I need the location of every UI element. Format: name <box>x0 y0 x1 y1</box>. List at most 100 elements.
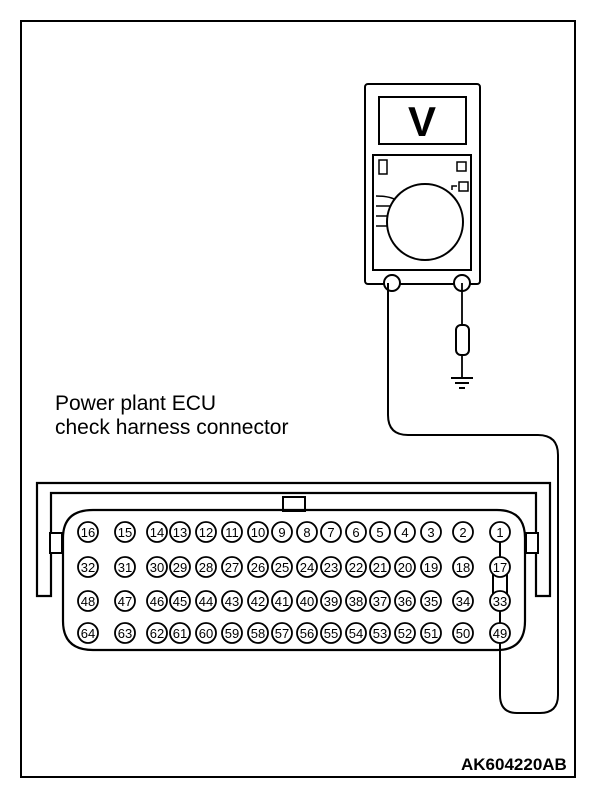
connector-latch-left <box>49 532 63 554</box>
connector-pin-label: 26 <box>251 560 265 575</box>
connector-pin <box>452 521 474 543</box>
connector-pin-label: 6 <box>352 525 359 540</box>
connector-pin <box>369 556 391 578</box>
connector-pin-label: 30 <box>150 560 164 575</box>
connector-pin <box>114 590 136 612</box>
connector-pin-label: 43 <box>225 594 239 609</box>
connector-pin <box>296 556 318 578</box>
connector-pin <box>247 590 269 612</box>
connector-pin-label: 19 <box>424 560 438 575</box>
connector-face <box>61 508 527 652</box>
figure-code: AK604220AB <box>461 755 567 774</box>
meter-display-text: V <box>408 98 436 145</box>
connector-pin-label: 11 <box>225 525 239 540</box>
connector-pin <box>320 556 342 578</box>
connector-pin <box>77 622 99 644</box>
probe-handle <box>455 324 470 356</box>
connector-pin-label: 47 <box>118 594 132 609</box>
connector-pin <box>221 556 243 578</box>
connector-pin <box>452 556 474 578</box>
connector-pin <box>221 521 243 543</box>
meter-indicator-mid <box>458 181 469 192</box>
connector-pin-label: 20 <box>398 560 412 575</box>
multimeter-display <box>378 96 467 145</box>
connector-pin-label: 2 <box>459 525 466 540</box>
connector-pin <box>169 556 191 578</box>
connector-pin <box>146 521 168 543</box>
connector-pin <box>247 521 269 543</box>
connector-pin-label: 15 <box>118 525 132 540</box>
connector-pin-label: 56 <box>300 626 314 641</box>
connector-pin <box>77 590 99 612</box>
connector-pin-label: 41 <box>275 594 289 609</box>
connector-pin <box>247 622 269 644</box>
connector-pin <box>146 556 168 578</box>
connector-pin <box>271 521 293 543</box>
connector-pin-label: 62 <box>150 626 164 641</box>
connector-pin <box>420 590 442 612</box>
connector-pin <box>114 556 136 578</box>
connector-pin-label: 17 <box>493 560 507 575</box>
connector-pin <box>320 521 342 543</box>
connector-pin <box>247 556 269 578</box>
connector-pin-label: 32 <box>81 560 95 575</box>
connector-pin-label: 44 <box>199 594 213 609</box>
connector-pin <box>394 521 416 543</box>
connector-pin <box>345 521 367 543</box>
connector-pin <box>77 556 99 578</box>
connector-pin-label: 27 <box>225 560 239 575</box>
connector-pin-label: 38 <box>349 594 363 609</box>
connector-pin <box>221 590 243 612</box>
connector-pin-label: 54 <box>349 626 363 641</box>
connector-pin <box>221 622 243 644</box>
connector-pin-label: 48 <box>81 594 95 609</box>
connector-pin-label: 1 <box>496 525 503 540</box>
connector-shroud <box>35 481 552 598</box>
meter-switch-left <box>378 159 388 175</box>
connector-pin-label: 5 <box>376 525 383 540</box>
connector-pin <box>369 622 391 644</box>
connector-pin <box>146 622 168 644</box>
connector-pin-label: 22 <box>349 560 363 575</box>
connector-pin <box>345 622 367 644</box>
connector-pin-label: 3 <box>427 525 434 540</box>
connector-pin-label: 46 <box>150 594 164 609</box>
connector-pin-label: 57 <box>275 626 289 641</box>
connector-pin-label: 13 <box>173 525 187 540</box>
connector-pin <box>369 590 391 612</box>
connector-pin-label: 35 <box>424 594 438 609</box>
connector-pin <box>195 556 217 578</box>
connector-pin-label: 9 <box>278 525 285 540</box>
connector-pin <box>345 556 367 578</box>
meter-jack-com <box>383 274 401 292</box>
connector-pin <box>296 590 318 612</box>
connector-pin-label: 42 <box>251 594 265 609</box>
connector-title-line2: check harness connector <box>55 416 289 439</box>
connector-pin-label: 34 <box>456 594 470 609</box>
connector-pin-label: 28 <box>199 560 213 575</box>
connector-pin-label: 31 <box>118 560 132 575</box>
connector-pin <box>489 521 511 543</box>
connector-pin <box>271 590 293 612</box>
connector-pin <box>369 521 391 543</box>
connector-pin <box>195 590 217 612</box>
connector-pin-label: 25 <box>275 560 289 575</box>
connector-pin-label: 12 <box>199 525 213 540</box>
connector-pin-label: 16 <box>81 525 95 540</box>
connector-pin <box>195 521 217 543</box>
connector-pin <box>195 622 217 644</box>
meter-indicator-top <box>456 161 467 172</box>
connector-pin <box>394 622 416 644</box>
connector-pin <box>420 521 442 543</box>
connector-pin-label: 4 <box>401 525 408 540</box>
connector-pin <box>146 590 168 612</box>
test-lead-wire <box>387 283 559 714</box>
connector-pin <box>114 622 136 644</box>
connector-latch-right <box>525 532 539 554</box>
connector-pin <box>271 622 293 644</box>
connector-pin-label: 24 <box>300 560 314 575</box>
connector-pin-label: 33 <box>493 594 507 609</box>
